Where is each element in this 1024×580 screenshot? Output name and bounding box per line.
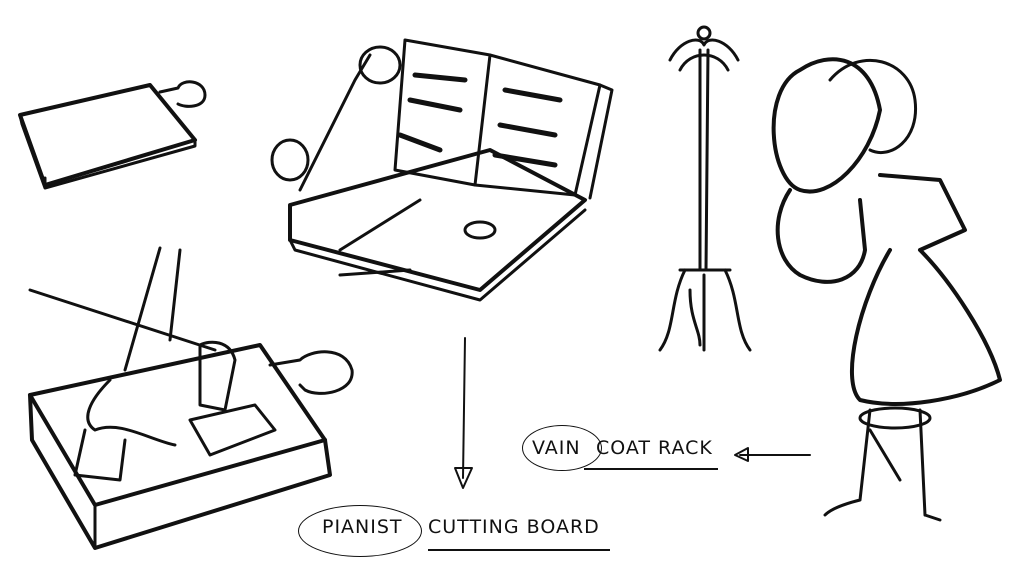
coat-rack-label: COAT RACK [596, 437, 713, 459]
down-arrow [454, 337, 473, 489]
pianist-oval [298, 505, 422, 557]
vain-coat-rack-sketch [771, 57, 1002, 522]
coat-rack-sketch [658, 25, 752, 352]
coat-rack-underline [584, 468, 718, 470]
vain-oval [522, 425, 602, 471]
cutting-board-sketch [18, 80, 207, 190]
vain-label: VAIN [532, 437, 581, 459]
cutting-board-underline [428, 549, 610, 551]
left-arrow [734, 447, 811, 462]
cutting-board-label: CUTTING BOARD [428, 516, 600, 538]
pianist-cutting-board-sketch [28, 246, 354, 550]
pianist-label: PIANIST [322, 516, 403, 538]
book-sketch [270, 38, 614, 302]
